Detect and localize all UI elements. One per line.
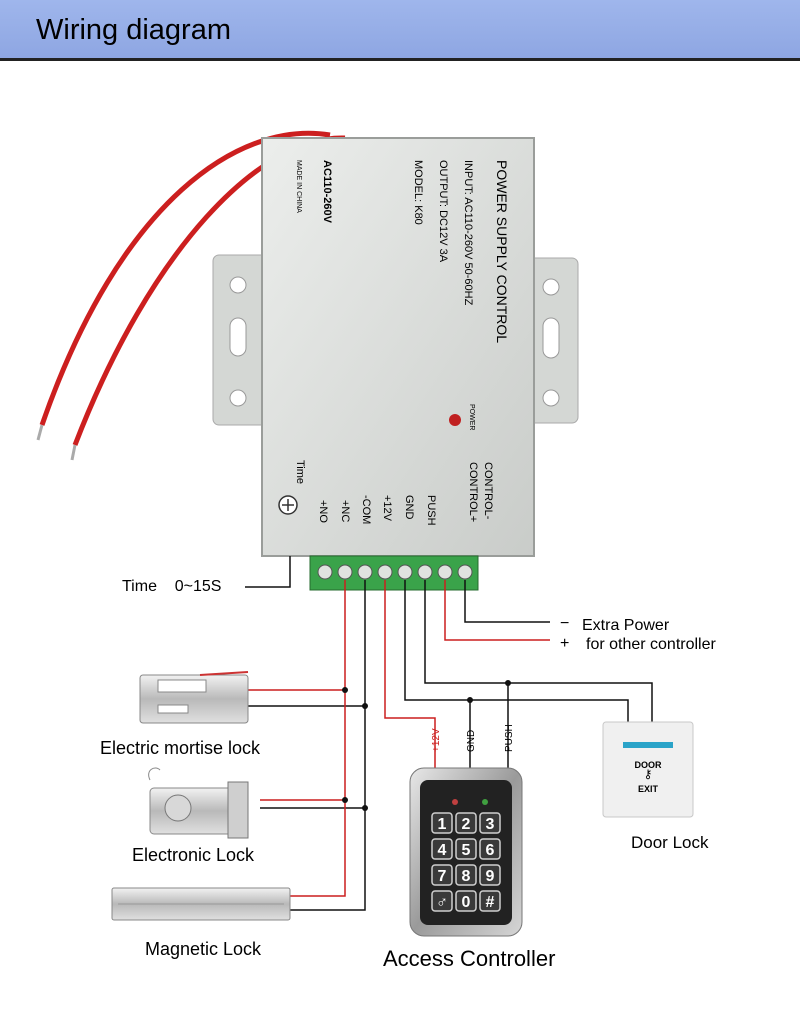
keypad-key-label: 8 (462, 868, 471, 885)
psu-power-group: POWER (468, 404, 475, 430)
psu-ac-label: AC110-260V (321, 160, 333, 224)
power-supply-box (212, 137, 579, 557)
electronic-lock-label: Electronic Lock (132, 845, 255, 865)
psu-ac-group: AC110-260V (321, 160, 333, 224)
keypad-key[interactable] (431, 864, 453, 886)
keypad-key[interactable] (479, 812, 501, 834)
keypad-key-label: 7 (438, 868, 447, 885)
access-controller-label: Access Controller (383, 946, 555, 971)
magnetic-lock-image (111, 887, 291, 921)
extra-power-line2: for other controller (586, 636, 717, 653)
keypad-key[interactable] (479, 864, 501, 886)
terminal-label: +NC (339, 500, 351, 522)
mortise-lock-label: Electric mortise lock (100, 738, 261, 758)
keypad-key[interactable] (455, 838, 477, 860)
psu-output-group: OUTPUT: DC12V 3A (437, 160, 449, 263)
keypad-key-label: 9 (486, 868, 495, 885)
power-led-icon (449, 414, 461, 426)
terminal-label: +12V (381, 495, 393, 522)
keypad-key[interactable] (479, 890, 501, 912)
psu-title-group: POWER SUPPLY CONTROL (494, 160, 510, 343)
mortise-lock-image (139, 671, 249, 724)
door-button-line2: EXIT (638, 784, 659, 794)
terminal-block (309, 555, 479, 591)
key-icon: ⚷ (644, 767, 653, 781)
extra-power-minus: − (560, 615, 569, 632)
psu-made-group: MADE IN CHINA (295, 160, 302, 213)
page-title: Wiring diagram (36, 14, 231, 46)
terminal-label: PUSH (425, 495, 437, 526)
terminal-label: +NO (317, 500, 329, 523)
psu-output: OUTPUT: DC12V 3A (437, 160, 449, 263)
controller-wire-label: PUSH (504, 724, 515, 752)
extra-power-line1: Extra Power (582, 617, 670, 634)
extra-power-plus: + (560, 635, 569, 652)
keypad-key-label: # (486, 894, 495, 911)
door-lock-label: Door Lock (631, 833, 709, 852)
terminal-label: -COM (360, 495, 372, 524)
time-setting-label: Time 0~15S (122, 578, 221, 595)
psu-model-group: MODEL: K80 (412, 160, 424, 225)
terminal-label: CONTROL- (482, 462, 494, 520)
keypad-key-label: 0 (462, 894, 471, 911)
door-exit-button[interactable]: DOOR ⚷ EXIT (602, 721, 694, 818)
controller-wire-label: +12V (431, 728, 442, 752)
psu-power-label: POWER (468, 404, 475, 430)
keypad-key-label: ♂ (436, 894, 448, 911)
electronic-lock-image (148, 767, 249, 839)
keypad-key-label: 3 (486, 816, 495, 833)
keypad-key[interactable] (455, 864, 477, 886)
keypad-key[interactable] (431, 838, 453, 860)
psu-input: INPUT: AC110-260V 50-60HZ (462, 160, 474, 306)
psu-input-group: INPUT: AC110-260V 50-60HZ (462, 160, 474, 306)
keypad-key-label: 5 (462, 842, 471, 859)
keypad-key[interactable] (455, 890, 477, 912)
header-bar: Wiring diagram (0, 0, 800, 61)
keypad-key-label: 1 (438, 816, 447, 833)
keypad-key-label: 4 (438, 842, 447, 859)
keypad-key-label: 2 (462, 816, 471, 833)
psu-made-in: MADE IN CHINA (295, 160, 302, 213)
keypad-key[interactable] (431, 812, 453, 834)
terminal-label: GND (403, 495, 415, 520)
keypad-key[interactable] (479, 838, 501, 860)
psu-title: POWER SUPPLY CONTROL (494, 160, 510, 343)
keypad-key-label: 6 (486, 842, 495, 859)
magnetic-lock-label: Magnetic Lock (145, 939, 262, 959)
terminal-labels: CONTROL- CONTROL+ PUSH GND +12V -COM +NC… (317, 462, 494, 526)
wires (245, 580, 653, 911)
terminal-label: CONTROL+ (467, 462, 479, 522)
door-button-line1: DOOR (635, 760, 663, 770)
psu-time-group: Time (294, 460, 306, 484)
keypad-key[interactable] (455, 812, 477, 834)
keypad-key[interactable] (431, 890, 453, 912)
controller-wire-label: GND (466, 730, 477, 752)
psu-model: MODEL: K80 (412, 160, 424, 225)
psu-time-label: Time (294, 460, 306, 484)
